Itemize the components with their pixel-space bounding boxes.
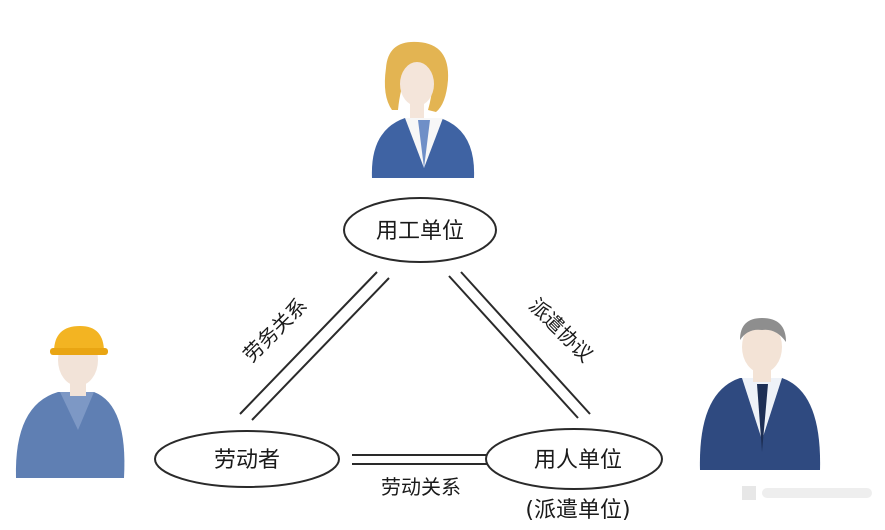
edge-worker-agency: 劳动关系	[352, 454, 490, 499]
edge-label-worker-agency: 劳动关系	[381, 475, 461, 499]
watermark-blur	[742, 486, 872, 500]
node-agency: 用人单位 (派遣单位)	[485, 428, 663, 523]
node-label-agency: 用人单位	[534, 448, 622, 473]
node-label-worker: 劳动者	[214, 448, 280, 473]
node-employer: 用工单位	[343, 197, 497, 263]
businesswoman-icon	[371, 41, 475, 178]
node-worker: 劳动者	[154, 430, 340, 488]
node-label-employer: 用工单位	[376, 219, 464, 244]
construction-worker-icon	[15, 326, 125, 478]
node-note-agency: (派遣单位)	[525, 498, 630, 523]
businessman-icon	[699, 318, 821, 470]
edge-employer-agency: 派遣协议	[448, 271, 598, 419]
edge-label-employer-worker: 劳务关系	[238, 293, 312, 367]
edge-employer-worker: 劳务关系	[238, 271, 390, 421]
edge-label-employer-agency: 派遣协议	[524, 293, 598, 367]
